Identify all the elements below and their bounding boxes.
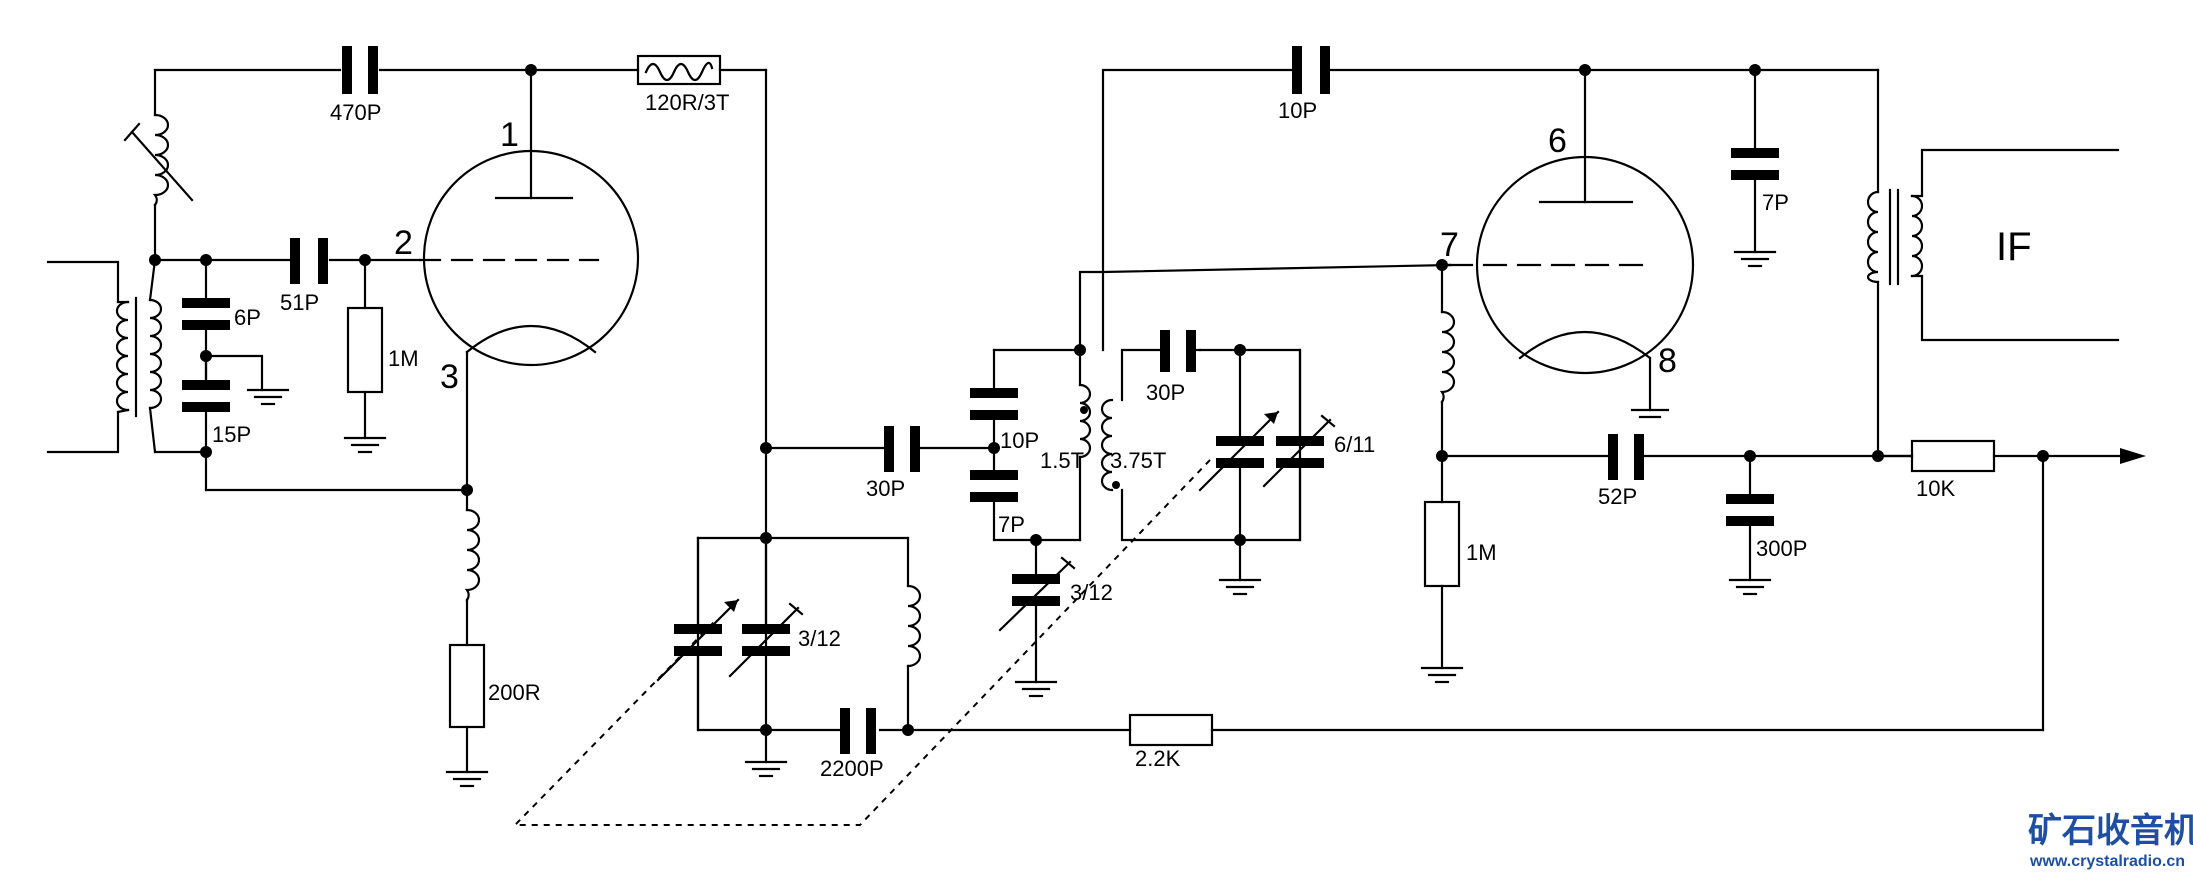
label-1-5t: 1.5T — [1040, 448, 1084, 473]
cathode-choke — [464, 488, 481, 647]
tube2-pin7: 7 — [1440, 226, 1459, 264]
label-2-2k: 2.2K — [1135, 746, 1181, 771]
capacitor-52p — [1608, 434, 1914, 480]
resistor-2-2k — [1128, 713, 2045, 747]
label-200r: 200R — [488, 680, 541, 705]
label-1m-left: 1M — [388, 346, 419, 371]
oscillator-coil — [1078, 263, 1452, 542]
gang-link — [512, 459, 1211, 826]
label-15p: 15P — [212, 422, 251, 447]
capacitor-2200p — [840, 708, 876, 754]
tube2-grid-network — [1420, 263, 1610, 684]
capacitor-30p-mid — [884, 426, 920, 472]
capacitor-10p-top — [1292, 46, 1330, 94]
label-1m-right: 1M — [1466, 540, 1497, 565]
label-470p: 470P — [330, 100, 381, 125]
brand-logo-text: 矿石收音机 — [2028, 811, 2193, 851]
label-7p-mid: 7P — [998, 512, 1025, 537]
tube1-pin3: 3 — [440, 358, 459, 396]
resistor-1m-left — [343, 258, 387, 454]
if-transformer — [1866, 148, 2120, 342]
antenna-input-transformer — [46, 260, 163, 454]
label-300p: 300P — [1756, 536, 1807, 561]
tube2-pin8: 8 — [1658, 342, 1677, 380]
label-30p-tank: 30P — [1146, 380, 1185, 405]
oscillator-tank — [1120, 330, 1336, 596]
variable-inductor-left — [123, 113, 194, 207]
resistor-10k — [1876, 439, 2146, 732]
ground-symbol-6p — [246, 388, 290, 406]
resistor-200r — [445, 643, 489, 788]
resistor-120r-3t — [636, 54, 722, 86]
label-3-75t: 3.75T — [1110, 448, 1166, 473]
junction-dots — [149, 64, 2049, 736]
tube2-pin6: 6 — [1548, 122, 1567, 160]
label-10p-mid: 10P — [1000, 428, 1039, 453]
grid-tank-wiring — [148, 68, 768, 732]
label-6-11: 6/11 — [1334, 432, 1375, 457]
capacitor-7p-right — [1731, 68, 1779, 268]
label-52p: 52P — [1598, 484, 1637, 509]
label-120r-3t: 120R/3T — [645, 90, 729, 115]
tube1-pin1: 1 — [500, 116, 519, 154]
label-3-12-left: 3/12 — [798, 626, 841, 651]
label-51p: 51P — [280, 290, 319, 315]
vacuum-tube-2 — [1448, 68, 1695, 419]
label-if: IF — [1996, 225, 2032, 269]
feedback-rail-right — [1101, 68, 1880, 458]
label-2200p: 2200P — [820, 756, 884, 781]
label-6p: 6P — [234, 305, 261, 330]
label-10k: 10K — [1916, 476, 1955, 501]
trimmer-3-12-mid — [998, 538, 1076, 698]
rf-tank-lower — [656, 536, 1132, 778]
capacitor-470p — [342, 46, 378, 94]
capacitor-51p — [290, 238, 328, 284]
label-10p-top: 10P — [1278, 98, 1317, 123]
label-7p-right: 7P — [1762, 190, 1789, 215]
ground-wire-6p — [204, 354, 264, 392]
brand-url: www.crystalradio.cn — [2029, 853, 2185, 870]
tube1-pin2: 2 — [394, 224, 413, 262]
label-30p-mid: 30P — [866, 476, 905, 501]
vacuum-tube-1 — [418, 68, 640, 492]
capacitor-300p — [1726, 454, 1774, 596]
